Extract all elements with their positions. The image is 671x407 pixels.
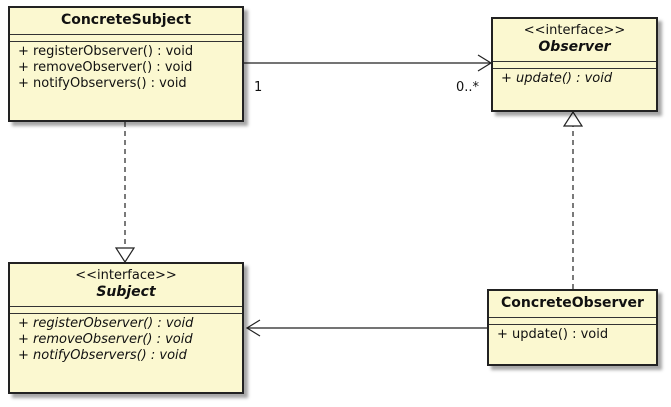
operations-compartment: + registerObserver() : void + removeObse…: [10, 42, 242, 94]
attributes-compartment: [10, 307, 242, 314]
class-concrete-subject[interactable]: ConcreteSubject + registerObserver() : v…: [8, 6, 244, 122]
class-concrete-observer[interactable]: ConcreteObserver + update() : void: [487, 289, 658, 366]
stereotype-label: <<interface>>: [75, 268, 177, 283]
operations-compartment: + update() : void: [493, 69, 656, 89]
class-name: Observer: [538, 39, 611, 55]
class-header: ConcreteObserver: [489, 291, 656, 318]
class-observer[interactable]: <<interface>> Observer + update() : void: [491, 17, 658, 112]
stereotype-label: <<interface>>: [523, 23, 626, 38]
attributes-compartment: [489, 318, 656, 325]
operation: + removeObserver() : void: [18, 60, 193, 75]
realization-triangle-observer: [562, 110, 584, 127]
operations-compartment: + registerObserver() : void + removeObse…: [10, 314, 242, 366]
attributes-compartment: [493, 62, 656, 69]
class-header: ConcreteSubject: [10, 8, 242, 35]
operation: + update() : void: [497, 327, 609, 342]
multiplicity-source: 1: [254, 80, 263, 95]
attributes-compartment: [10, 35, 242, 42]
class-subject[interactable]: <<interface>> Subject + registerObserver…: [8, 262, 244, 394]
class-name: ConcreteObserver: [501, 295, 644, 311]
class-name: ConcreteSubject: [60, 12, 192, 28]
operation: + notifyObservers() : void: [18, 76, 187, 91]
dependency-arrowhead: [245, 319, 261, 337]
realization-triangle-subject: [114, 247, 136, 264]
operation: + notifyObservers() : void: [18, 348, 187, 363]
class-header: <<interface>> Subject: [10, 264, 242, 307]
operation: + registerObserver() : void: [18, 44, 194, 59]
class-name: Subject: [96, 284, 156, 300]
class-header: <<interface>> Observer: [493, 19, 656, 62]
operation: + removeObserver() : void: [18, 332, 193, 347]
multiplicity-target: 0..*: [456, 80, 480, 95]
operations-compartment: + update() : void: [489, 325, 656, 345]
operation: + registerObserver() : void: [18, 316, 194, 331]
operation: + update() : void: [501, 71, 613, 86]
